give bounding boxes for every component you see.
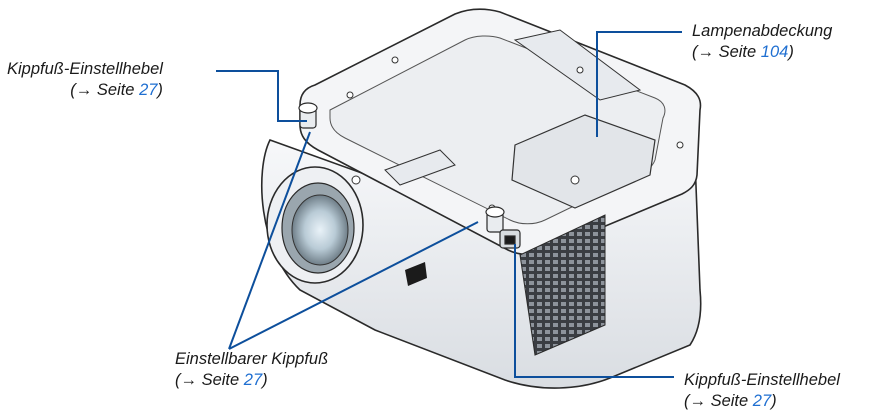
callout-label: Lampenabdeckung [692, 22, 833, 40]
leader-line [596, 31, 682, 33]
vent-grille [519, 214, 606, 356]
callout-label: Kippfuß-Einstellhebel [7, 60, 163, 78]
callout-label: Kippfuß-Einstellhebel [684, 371, 840, 389]
leader-line [596, 31, 598, 137]
callout-tilt-lever-right: Kippfuß-Einstellhebel (→ Seite 27) [684, 370, 840, 412]
page-reference: (→ Seite 104) [692, 43, 794, 61]
tilt-foot-right [499, 229, 521, 249]
page-link[interactable]: 27 [139, 81, 158, 99]
leader-line [277, 70, 279, 122]
lamp-cover-plate [511, 114, 656, 209]
page-link[interactable]: 104 [760, 43, 789, 61]
callout-adjustable-foot: Einstellbarer Kippfuß (→ Seite 27) [175, 349, 328, 391]
tilt-foot-middle [485, 206, 505, 233]
callout-tilt-lever-left: Kippfuß-Einstellhebel (→ Seite 27) [7, 59, 163, 101]
page-reference: (→ Seite 27) [684, 392, 777, 410]
leader-line [514, 376, 674, 378]
page-link[interactable]: 27 [752, 392, 772, 410]
callout-label: Einstellbarer Kippfuß [175, 350, 329, 368]
leader-line [216, 70, 278, 72]
page-link[interactable]: 27 [243, 371, 263, 389]
leader-line [514, 244, 516, 378]
page-reference: (→ Seite 27) [70, 81, 163, 99]
leader-line [277, 120, 307, 122]
page-reference: (→ Seite 27) [175, 371, 268, 389]
callout-lamp-cover: Lampenabdeckung (→ Seite 104) [692, 21, 832, 63]
lens-glass [291, 194, 349, 266]
rear-bar [513, 29, 642, 101]
tilt-foot-left [298, 102, 318, 129]
